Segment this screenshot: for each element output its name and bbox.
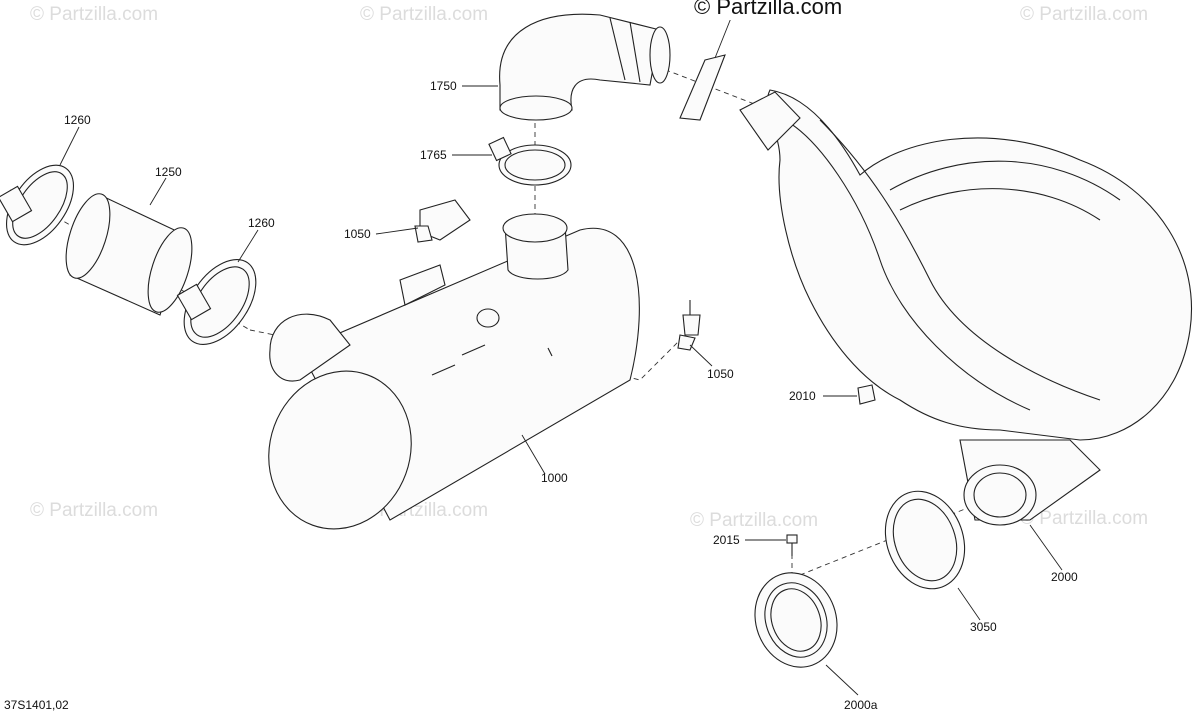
small-clamp-icon: [488, 136, 572, 186]
diagram-code: 37S1401,02: [4, 698, 69, 712]
gasket-ring-icon: [884, 490, 966, 590]
hose-clamp-icon: [176, 258, 257, 346]
callout-1260-mid[interactable]: 1260: [248, 216, 275, 230]
faint-watermark: © Partzilla.com: [1020, 508, 1149, 529]
muffler-tank-icon: [268, 213, 640, 530]
callout-2015[interactable]: 2015: [713, 533, 740, 547]
faint-watermark: © Partzilla.com: [30, 500, 159, 521]
callout-1765[interactable]: 1765: [420, 148, 447, 162]
faint-watermark: © Partzilla.com: [1020, 4, 1149, 25]
hose-clamp-icon: [0, 164, 75, 246]
callout-1050-switch[interactable]: 1050: [344, 227, 371, 241]
callout-1050-sensor[interactable]: 1050: [707, 367, 734, 381]
plug-icon: [857, 384, 876, 405]
callout-1750[interactable]: 1750: [430, 79, 457, 93]
callout-2000[interactable]: 2000: [1051, 570, 1078, 584]
hose-sleeve-icon: [65, 193, 193, 316]
callout-2000a[interactable]: 2000a: [844, 698, 878, 712]
callout-1250[interactable]: 1250: [155, 165, 182, 179]
gasket-icon: [679, 54, 726, 121]
airbox-housing-icon: [739, 89, 1192, 526]
faint-watermark: © Partzilla.com: [360, 4, 489, 25]
callout-1260-top[interactable]: 1260: [64, 113, 91, 127]
faint-watermark: © Partzilla.com: [690, 510, 819, 531]
partzilla-copyright: © Partzilla.com: [692, 0, 845, 20]
threaded-nut-icon: [754, 572, 838, 668]
faint-watermark: © Partzilla.com: [30, 4, 159, 25]
screw-icon: [786, 534, 798, 556]
callout-3050[interactable]: 3050: [970, 620, 997, 634]
elbow-hose-icon: [499, 13, 671, 121]
temperature-sensor-icon: [677, 300, 701, 351]
callout-2010[interactable]: 2010: [789, 389, 816, 403]
callout-1000[interactable]: 1000: [541, 471, 568, 485]
switch-connector-icon: [414, 199, 471, 243]
